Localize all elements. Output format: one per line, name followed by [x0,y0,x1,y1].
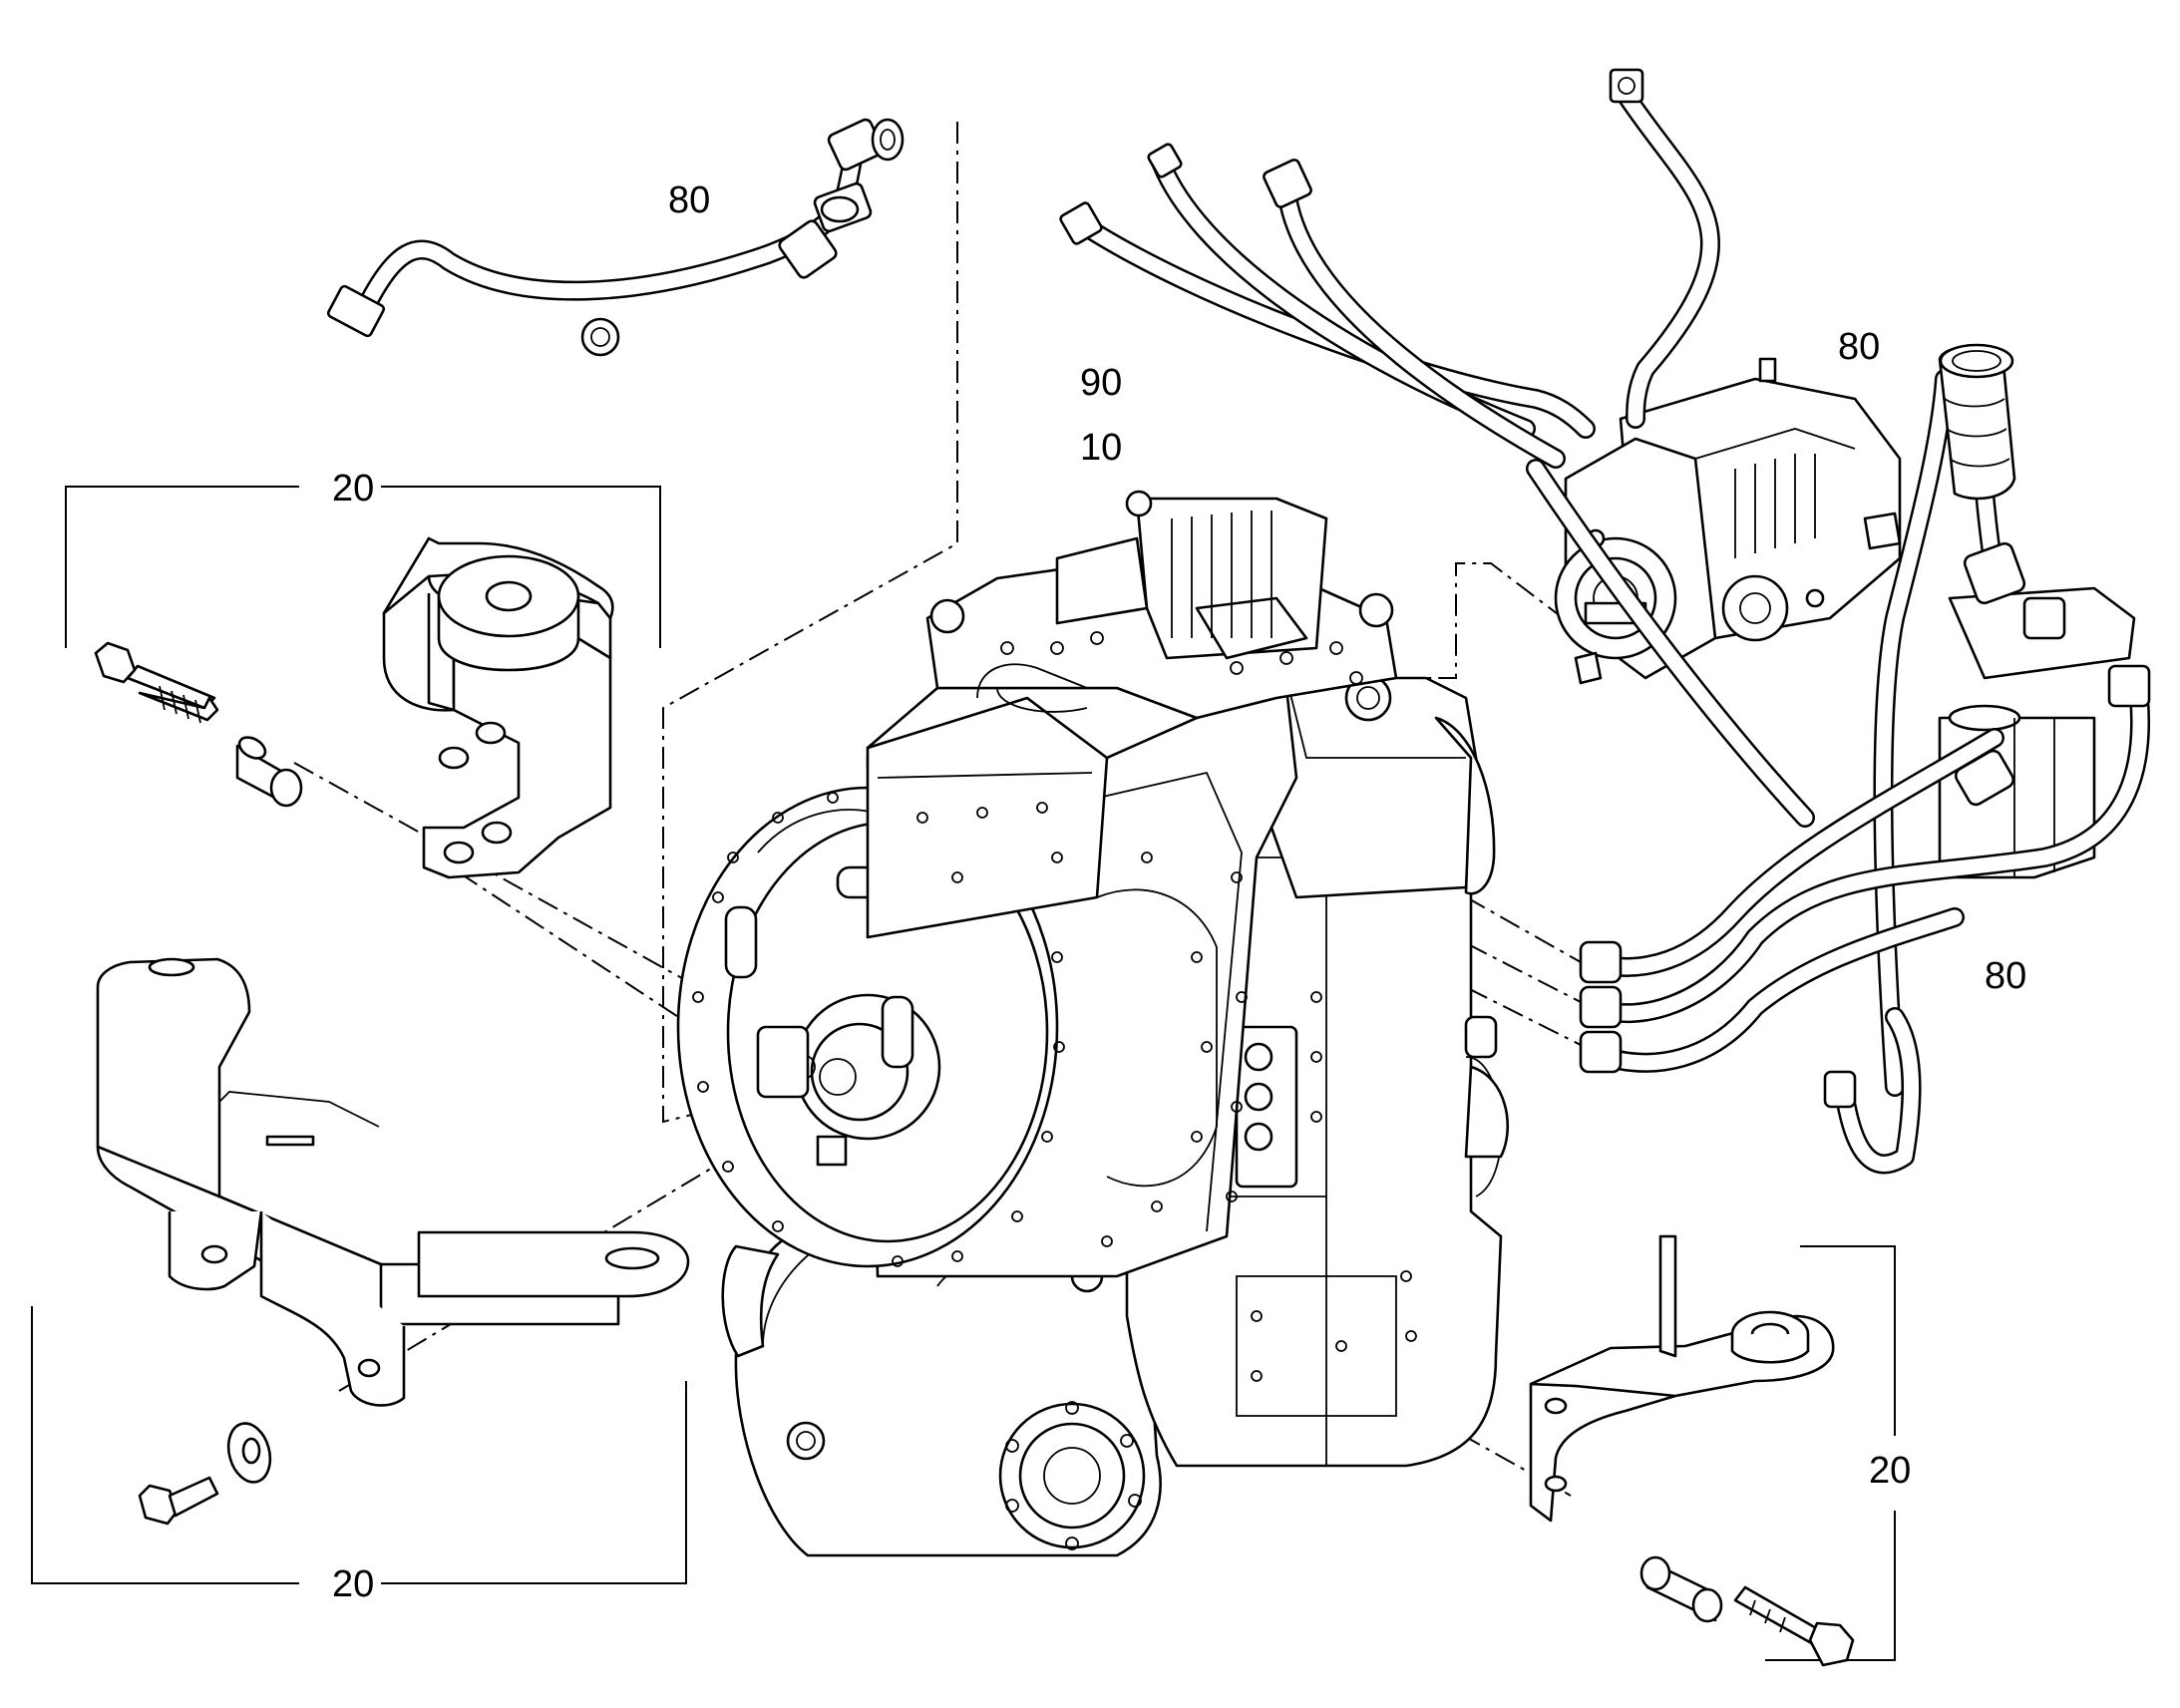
hose-assembly-top-left [326,118,905,357]
bolt-bottom-left [138,1476,219,1526]
callout-hose-top-right: 80 [1838,326,1881,368]
callout-bracket-top-left: 20 [332,468,375,510]
callout-bracket-right: 20 [1869,1450,1912,1492]
callout-ref-90: 90 [1080,362,1123,404]
callout-hose-top-left: 80 [668,179,711,221]
mounting-bracket-top-left [382,536,614,879]
callout-bracket-bottom-left: 20 [332,1563,375,1605]
transmission-housing [676,490,1509,1557]
bolt-right [1733,1585,1855,1667]
washer-bottom-left [226,1422,272,1484]
callout-hose-right: 80 [1985,955,2027,997]
mounting-bracket-right [1529,1234,1835,1523]
hydraulic-pump [1554,357,1902,685]
frame-bottom-left [31,1306,687,1584]
sleeve-right [1639,1555,1723,1623]
frame-top-left [65,486,661,648]
filter-and-hoses-right [1579,343,2151,1175]
mounting-bracket-bottom-left [96,957,690,1407]
callout-ref-10: 10 [1080,427,1123,469]
bolt-top-left [94,641,219,724]
sleeve-top-left [235,736,303,808]
frame-right [1765,1245,1896,1661]
hose-bundle-top-right [1059,68,1815,828]
